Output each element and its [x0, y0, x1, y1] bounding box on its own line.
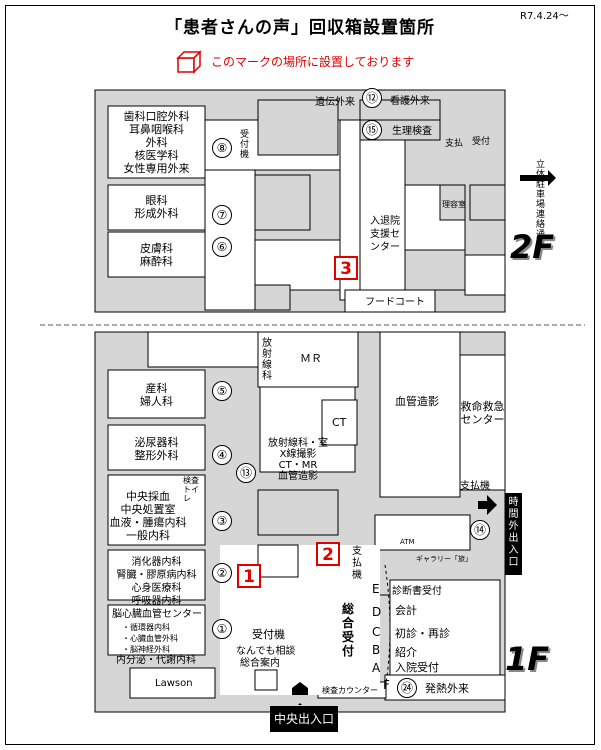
floor-label-1f: 1F [505, 640, 550, 678]
marker-6: ⑥ [212, 237, 232, 257]
label-pay-machine: 支払機 [460, 481, 490, 492]
dept-brain-title: 脳心臓血管センター [112, 609, 202, 620]
label-angio: 血管造影 [395, 395, 439, 408]
legend-text: このマークの場所に設置しております [211, 55, 415, 69]
marker-24: ㉔ [397, 678, 417, 698]
label-uketsuke-2f: 受付 [472, 137, 491, 147]
counter-a: A [372, 661, 381, 675]
label-lifestyle: 生理検査 [392, 126, 432, 137]
marker-8: ⑧ [212, 138, 232, 158]
main-entrance: 中央出入口 [270, 706, 338, 732]
label-consult: なんでも相談 [236, 646, 296, 657]
label-ct: CT [332, 416, 347, 429]
marker-5: ⑤ [212, 381, 232, 401]
night-entrance: 時間外出入口 [505, 493, 522, 575]
dept-central: 中央採血中央処置室血液・腫瘍内科一般内科 [109, 490, 187, 542]
label-general-reception: 総合受付 [342, 602, 355, 658]
label-inspection-counter: 検査カウンター [322, 686, 378, 695]
label-guide: 総合案内 [240, 658, 280, 669]
label-pay-2f: 支払 [445, 139, 464, 149]
dept-eye: 眼科形成外科 [134, 194, 179, 220]
label-pay-counter: 支払機 [352, 546, 362, 581]
marker-13: ⑬ [236, 463, 256, 483]
dept-dental: 歯科口腔外科耳鼻咽喉科外科核医学科女性専用外来 [123, 110, 190, 175]
collection-box-3: 3 [334, 256, 358, 280]
date-label: R7.4.24～ [520, 11, 569, 22]
dept-obgyn: 産科婦人科 [140, 382, 173, 408]
counter-e: E [372, 582, 380, 596]
marker-2: ② [212, 563, 232, 583]
marker-14: ⑭ [470, 520, 490, 540]
label-mr: ＭＲ [300, 352, 322, 365]
counter-b: B [372, 643, 381, 657]
label-discharge-center: 入退院支援センター [370, 216, 400, 253]
label-barber: 理容室 [442, 200, 466, 209]
label-diagnosis: 診断書受付 [392, 586, 442, 597]
label-first-visit: 初診・再診 [395, 627, 450, 640]
counter-d: D [372, 605, 382, 619]
label-parking: 立体駐車場連絡通路 [536, 160, 546, 250]
map-frame [5, 5, 595, 745]
label-radiology: 放射線科 [262, 338, 272, 382]
marker-4: ④ [212, 445, 232, 465]
label-referral: 紹介 [395, 646, 417, 659]
label-account: 会計 [395, 604, 417, 617]
dept-uro: 泌尿器科整形外科 [134, 436, 179, 462]
collection-box-2: 2 [316, 542, 340, 566]
label-nursing: 看護外来 [390, 96, 430, 107]
floor-label-2f: 2F [510, 228, 555, 266]
counter-f: F [383, 678, 390, 692]
label-foodcourt: フードコート [365, 297, 425, 308]
marker-12: ⑫ [362, 88, 382, 108]
label-admission: 入院受付 [395, 661, 439, 674]
label-reception-machine-2f: 受付機 [240, 130, 250, 160]
marker-15: ⑮ [362, 120, 382, 140]
label-gallery: ギャラリー「旅」 [416, 555, 472, 563]
dept-digestive: 消化器内科腎臓・膠原病内科心身医療科呼吸器内科 [116, 557, 197, 607]
label-genetic: 遺伝外来 [315, 97, 355, 108]
dept-brain-sub: ・循環器内科・心臓血管外科・脳神経外科 [122, 623, 178, 654]
dept-brain-last: 内分泌・代謝内科 [116, 655, 196, 666]
collection-box-1: 1 [237, 564, 261, 588]
label-fever: 発熱外来 [425, 682, 469, 695]
page-title: 「患者さんの声」回収箱設置箇所 [165, 18, 435, 38]
dept-skin: 皮膚科麻酔科 [140, 242, 173, 268]
marker-7: ⑦ [212, 205, 232, 225]
label-lawson: Lawson [155, 678, 193, 689]
marker-3: ③ [212, 511, 232, 531]
counter-c: C [372, 625, 381, 639]
label-atm: ATM [400, 538, 415, 546]
label-inspect-toilet: 検査トイレ [183, 476, 199, 503]
label-reception-machine: 受付機 [252, 628, 285, 641]
marker-1: ① [212, 619, 232, 639]
collection-box-icon [176, 50, 202, 74]
label-emergency: 救命救急センター [460, 400, 505, 426]
